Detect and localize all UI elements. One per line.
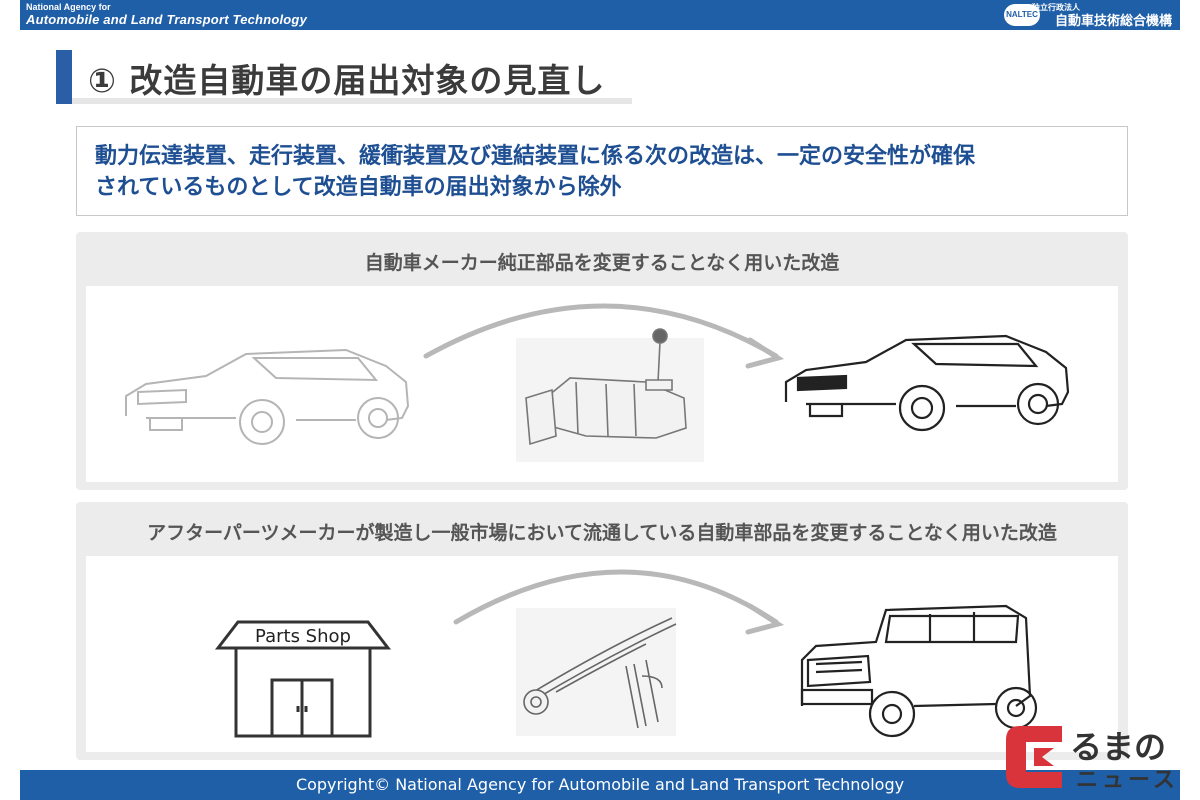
panel-label: アフターパーツメーカーが製造し一般市場において流通している自動車部品を変更するこ… (147, 522, 1057, 544)
suv-icon (800, 604, 1038, 738)
panel-aftermarket-parts: アフターパーツメーカーが製造し一般市場において流通している自動車部品を変更するこ… (76, 502, 1128, 760)
panel-label: 自動車メーカー純正部品を変更することなく用いた改造 (364, 252, 840, 274)
leaf-spring-icon (516, 608, 677, 736)
agency-name: Automobile and Land Transport Technology (26, 12, 308, 27)
agency-type-jp: 独立行政法人 (1032, 3, 1080, 12)
agency-name-jp: 自動車技術総合機構 (1054, 14, 1172, 29)
panel-illustration (125, 303, 1070, 462)
naltec-logo: NALTEC (1004, 4, 1040, 26)
description-line-2: されているものとして改造自動車の届出対象から除外 (95, 175, 622, 200)
copyright-footer: Copyright© National Agency for Automobil… (20, 770, 1180, 800)
transmission-icon (516, 328, 704, 462)
watermark-logo-icon (1006, 726, 1062, 788)
watermark-text-2: ニュース (1076, 768, 1179, 793)
description-line-1: 動力伝達装置、走行装置、緩衝装置及び連結装置に係る次の改造は、一定の安全性が確保 (95, 144, 976, 169)
panel-illustration: Parts Shop (214, 569, 1038, 738)
arrow-icon (453, 569, 785, 635)
agency-name-small: National Agency for (26, 2, 111, 12)
panel-illustration-area (86, 286, 1118, 482)
car-before-icon (125, 348, 410, 445)
watermark: るまの ニュース (1002, 722, 1192, 793)
header-bar: National Agency for Automobile and Land … (20, 0, 1180, 30)
car-after-icon (784, 334, 1070, 432)
watermark-text-1: るまの (1070, 728, 1167, 766)
panel-genuine-parts: 自動車メーカー純正部品を変更することなく用いた改造 (76, 232, 1128, 490)
arrow-icon (423, 303, 785, 369)
description-box: 動力伝達装置、走行装置、緩衝装置及び連結装置に係る次の改造は、一定の安全性が確保… (76, 126, 1128, 216)
page-title: ① 改造自動車の届出対象の見直し (88, 61, 606, 100)
title-accent-bar (56, 50, 72, 104)
parts-shop-icon (214, 620, 392, 738)
panel-illustration-area: Parts Shop (86, 556, 1118, 752)
title-underline (72, 98, 632, 104)
parts-shop-label: Parts Shop (255, 626, 351, 647)
